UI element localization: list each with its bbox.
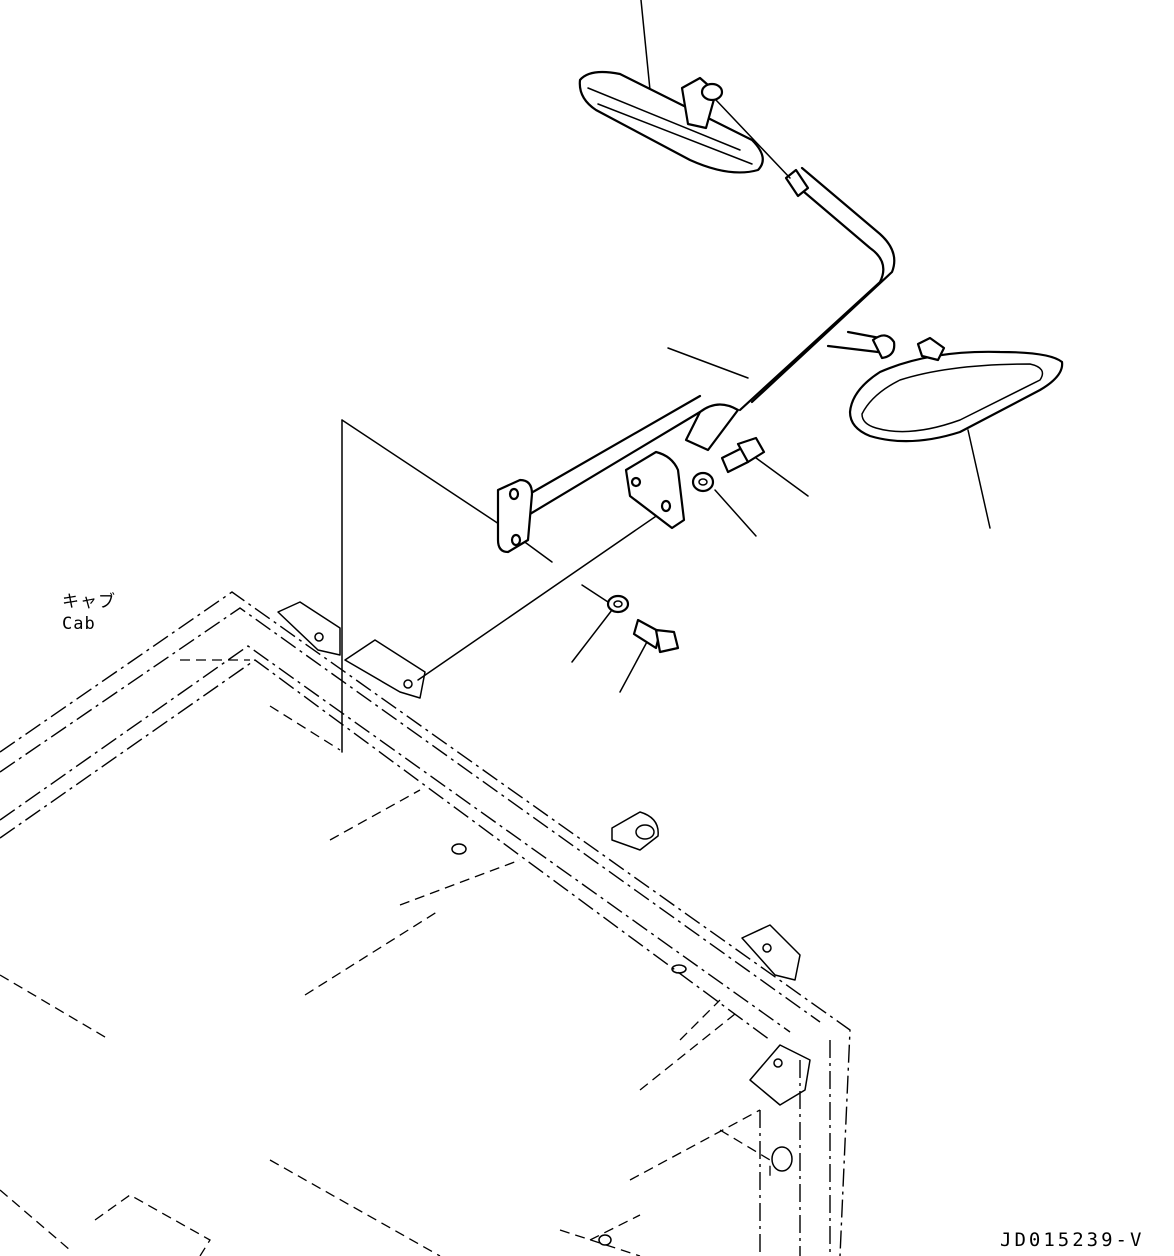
cab-roof [0,591,851,1256]
upper-washer [691,471,715,493]
drawing-code: JD015239-V [1000,1229,1144,1251]
upper-mirror [578,70,791,179]
upper-bolt [720,436,766,474]
mounting-plates [496,450,686,554]
lower-washer [606,594,630,614]
cab-label-japanese: キャブ [62,591,116,612]
cab-label-english: Cab [62,614,96,634]
lower-mirror [848,336,1064,443]
lower-bolt [632,618,680,654]
mirror-stay [510,166,896,522]
leader-lines [341,0,991,753]
roof-mounting-lugs [277,601,811,1106]
